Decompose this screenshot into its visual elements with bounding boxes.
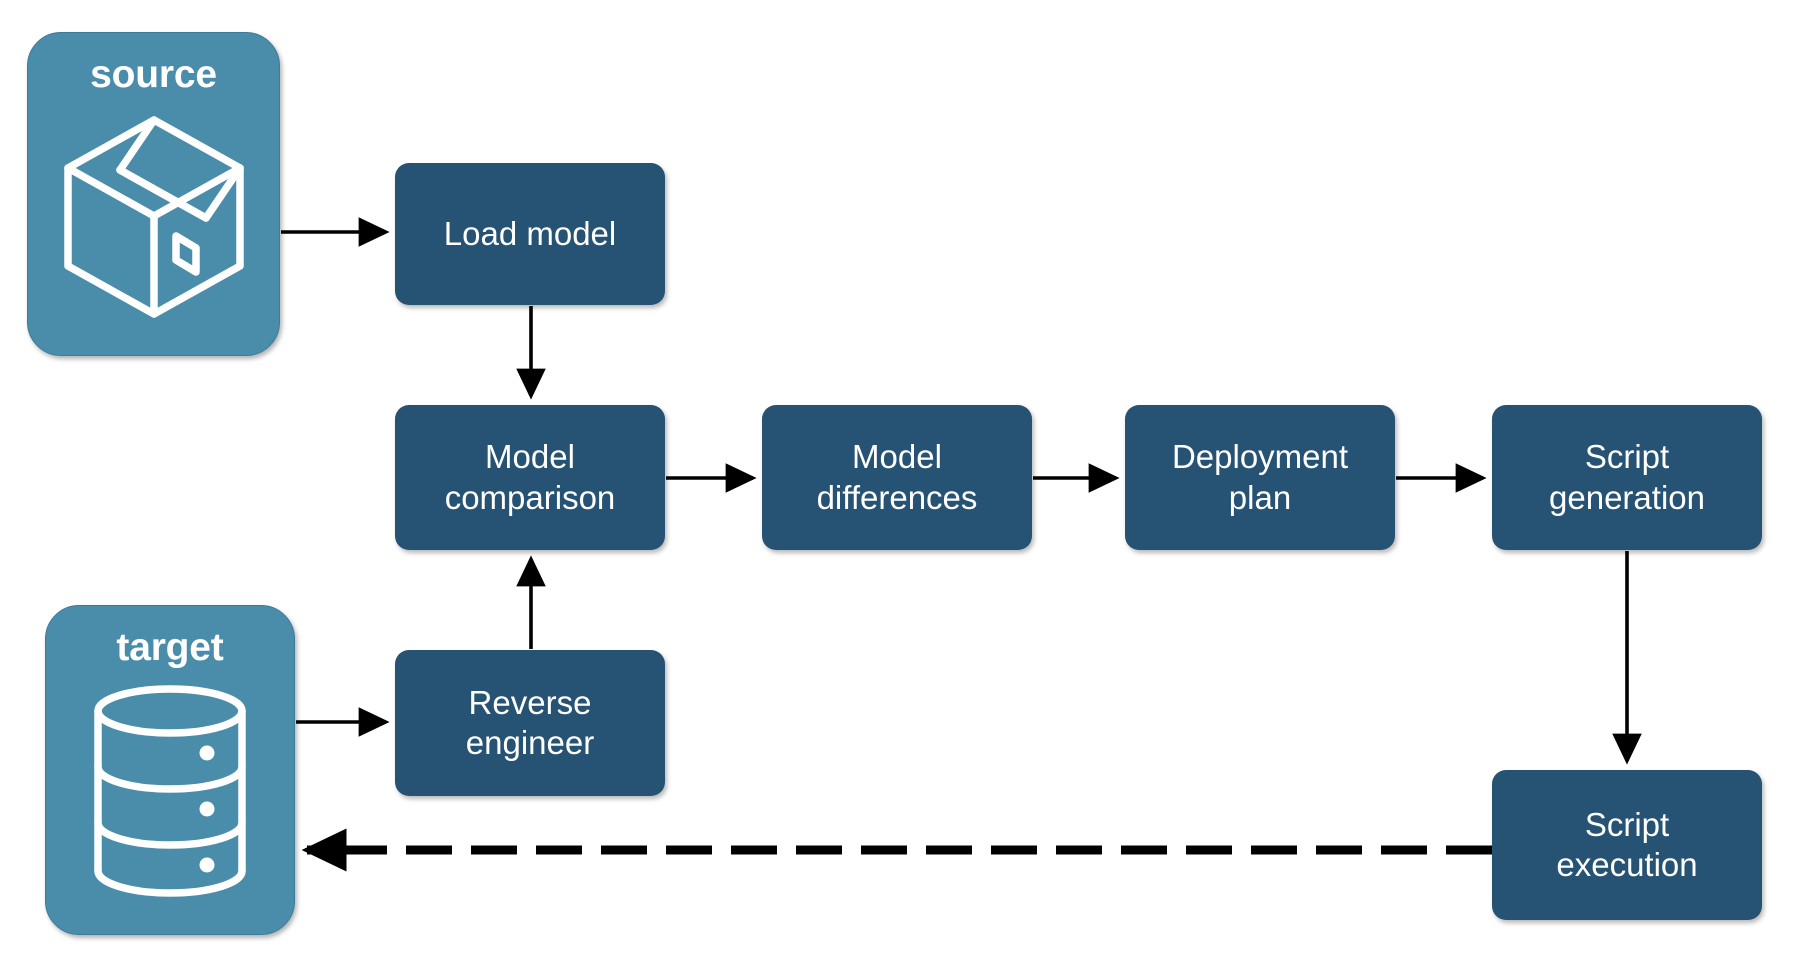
node-script-execution[interactable]: Script execution xyxy=(1492,770,1762,920)
endpoint-target-label: target xyxy=(116,626,224,669)
node-load-model-label: Load model xyxy=(443,214,617,252)
node-model-differences[interactable]: Model differences xyxy=(762,405,1032,550)
node-reverse-engineer[interactable]: Reverse engineer xyxy=(395,650,665,796)
node-model-comparison[interactable]: Model comparison xyxy=(395,405,665,550)
node-deployment-plan-label: Deployment plan xyxy=(1171,438,1349,516)
node-deployment-plan[interactable]: Deployment plan xyxy=(1125,405,1395,550)
database-cylinder-icon xyxy=(85,683,255,906)
endpoint-target[interactable]: target xyxy=(45,605,295,935)
node-script-execution-label: Script execution xyxy=(1556,805,1698,883)
node-reverse-engineer-label: Reverse engineer xyxy=(465,683,595,761)
node-model-comparison-label: Model comparison xyxy=(444,438,616,516)
node-model-differences-label: Model differences xyxy=(816,438,978,516)
package-box-icon xyxy=(56,108,252,331)
endpoint-source-label: source xyxy=(90,53,217,96)
node-script-generation-label: Script generation xyxy=(1549,438,1705,516)
endpoint-source[interactable]: source xyxy=(27,32,280,356)
node-load-model[interactable]: Load model xyxy=(395,163,665,305)
node-script-generation[interactable]: Script generation xyxy=(1492,405,1762,550)
